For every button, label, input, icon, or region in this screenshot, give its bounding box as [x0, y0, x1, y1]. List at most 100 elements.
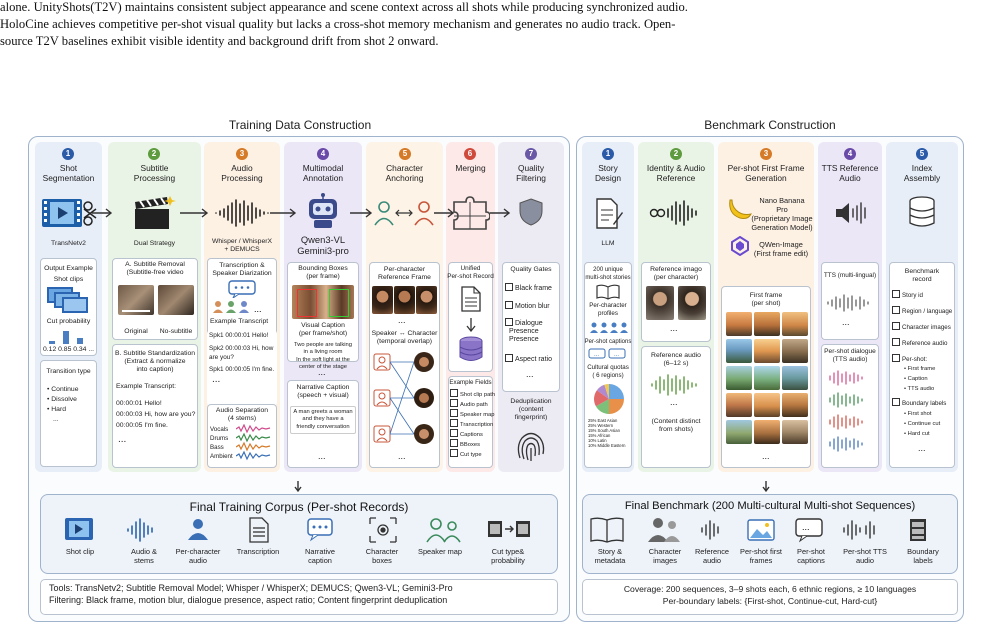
ff-scene-5	[754, 339, 780, 363]
gate-motion-blur: Motion blur	[505, 301, 550, 311]
ff-scene-3	[782, 312, 808, 336]
ref-portrait-2	[678, 286, 706, 320]
film-scissors-icon	[42, 199, 97, 227]
col1-transition-type: Transition type	[46, 368, 91, 375]
col3-line-3: are you?	[209, 354, 234, 361]
ref-face-3	[416, 286, 437, 314]
record-first-shot: • First shot	[904, 411, 932, 417]
step-number-6: 6	[464, 148, 476, 160]
stem-bass: Bass	[210, 444, 224, 451]
final-benchmark-title: Final Benchmark (200 Multi-cultural Mult…	[624, 500, 916, 512]
col3-ellipsis: ...	[212, 374, 221, 385]
col7-gates-title: Quality Gates	[510, 266, 552, 273]
ff-scene-11	[754, 393, 780, 417]
bbox-frame	[292, 285, 354, 319]
col4-nc-ellipsis: ...	[318, 451, 326, 461]
bench-step-4: 4	[844, 148, 856, 160]
index-database-icon	[909, 196, 935, 227]
bench-distinct: (Content distinct from shots)	[651, 418, 701, 433]
quota-latin: 10% Latin	[588, 438, 607, 443]
speaker-icon	[836, 202, 866, 224]
book-icon	[596, 284, 620, 300]
bench-dialogue: Per-shot dialogue (TTS audio)	[824, 348, 876, 363]
field-transcription: Transcription	[450, 419, 493, 429]
character-link-icon	[374, 201, 434, 226]
waveform-icon	[215, 199, 269, 227]
ff-scene-12	[782, 393, 808, 417]
record-reference-audio: Reference audio	[892, 338, 947, 348]
transition-continue: • Continue	[47, 386, 79, 393]
cultural-quota-pie	[594, 383, 624, 414]
col-title-6: Merging	[455, 163, 486, 173]
document-pen-icon	[596, 198, 623, 229]
bench-step-1: 1	[602, 148, 614, 160]
col2-a-title: A. Subtitle Removal (Subtitle-free video	[125, 261, 185, 276]
bench-final-captions: Per-shot captions	[797, 547, 825, 565]
bench-col-title-1: Story Design	[594, 163, 622, 183]
boundary-line: Per-boundary labels: {First-shot, Contin…	[662, 596, 878, 606]
bench-col-title-5: Index Assembly	[903, 163, 941, 183]
step-number-4: 4	[317, 148, 329, 160]
fingerprint-icon	[517, 432, 545, 461]
col1-probs: 0.12 0.85 0.34 ...	[43, 346, 95, 353]
col2-example: Example Transcript:	[116, 383, 177, 390]
col3-line-2: Spk2 00:00:03 Hi, how	[209, 345, 274, 352]
col-title-7: Quality Filtering	[516, 163, 546, 183]
final-item-speaker-map: Speaker map	[418, 547, 462, 556]
record-per-shot: Per-shot:	[892, 354, 927, 364]
ff-scene-14	[754, 420, 780, 444]
bench-stories: 200 unique multi-shot stories	[585, 267, 631, 281]
bench-col-title-4: TTS Reference Audio	[821, 163, 879, 183]
record-boundary-labels: Boundary labels	[892, 398, 946, 408]
col-title-1: Shot Segmentation	[42, 163, 95, 183]
step-number-7: 7	[525, 148, 537, 160]
field-captions: Captions	[450, 429, 483, 439]
col4-tool: Qwen3-VL Gemini3-pro	[297, 234, 349, 256]
bench-tts: TTS (multi-lingual)	[823, 272, 877, 279]
tools-line: Tools: TransNetv2; Subtitle Removal Mode…	[49, 583, 453, 593]
gate-aspect-ratio: Aspect ratio	[505, 354, 552, 364]
bench-col-title-3: Per-shot First Frame Generation	[727, 163, 805, 183]
col3-line-1: Spk1 00:00:01 Hello!	[209, 332, 269, 339]
intro-line-1: alone. UnityShots(T2V) maintains consist…	[0, 0, 688, 14]
transition-hard: • Hard	[47, 406, 67, 413]
quota-western: 25% Western	[588, 423, 614, 428]
speaker-avatars: ...	[213, 301, 262, 314]
field-speaker-map: Speaker map	[450, 409, 494, 419]
document-icon	[461, 286, 481, 312]
bench-col-title-2: Identity & Audio Reference	[646, 163, 706, 183]
clapperboard-icon	[135, 196, 176, 229]
bench-profiles: Per-character profiles	[589, 302, 627, 317]
final-item-per-character-audio: Per-character audio	[175, 547, 221, 565]
bench-record-title: Benchmark record	[904, 268, 940, 283]
bench-step-3: 3	[760, 148, 772, 160]
ff-scene-15	[782, 420, 808, 444]
field-shot-clip: Shot clip path	[450, 389, 495, 399]
training-tools-box: Tools: TransNetv2; Subtitle Removal Mode…	[40, 579, 558, 615]
svg-text:...: ...	[802, 522, 810, 532]
bbox-rect-2	[329, 289, 349, 317]
dialogue-waveforms	[829, 370, 863, 452]
audio-wave-icon	[649, 200, 697, 226]
speaker-character-matching	[373, 352, 434, 444]
bench-ff-title: First frame (per shot)	[749, 292, 783, 307]
record-continue-cut: • Continue cut	[904, 421, 941, 427]
bench-tts-ellipsis: ...	[842, 317, 850, 327]
col4-vc-title: Visual Caption (per frame/shot)	[298, 322, 348, 337]
caption-bubbles: ......	[588, 348, 626, 359]
col1-transition-box	[40, 360, 97, 467]
col2-standardization-box	[112, 344, 198, 468]
final-item-cut-type: Cut type& probability	[491, 547, 525, 565]
quota-african: 15% African	[588, 433, 611, 438]
record-story-id: Story id	[892, 290, 923, 300]
col2-b-title: B. Subtitle Standardization (Extract & n…	[114, 350, 196, 373]
benchmark-title: Benchmark Construction	[704, 118, 836, 132]
bench-tts-box	[821, 262, 879, 340]
ff-scene-13	[726, 420, 752, 444]
stem-ambient: Ambient	[210, 453, 233, 460]
transition-more: ...	[53, 416, 59, 423]
ff-scene-1	[726, 312, 752, 336]
final-training-title: Final Training Corpus (Per-shot Records)	[189, 500, 409, 514]
